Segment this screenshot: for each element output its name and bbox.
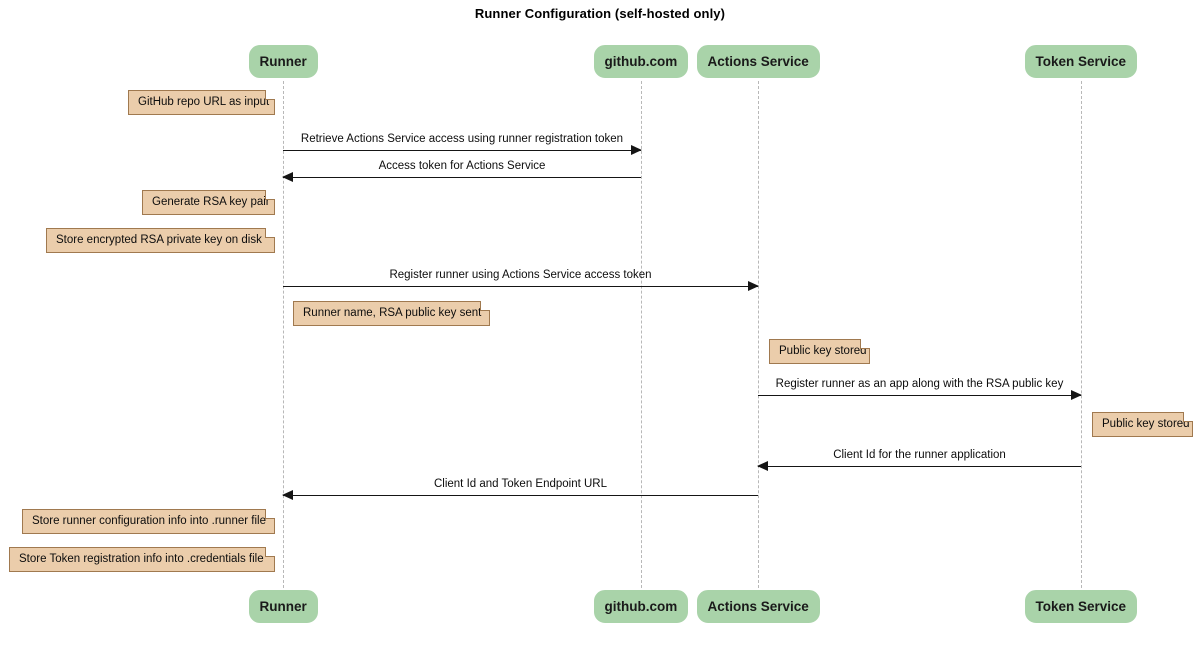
participant-label: Token Service (1035, 53, 1127, 69)
note-n6: Public key stored (1092, 412, 1193, 437)
note-text: Store Token registration info into .cred… (19, 552, 264, 565)
participant-label: Actions Service (707, 53, 809, 69)
participant-label: Runner (259, 53, 307, 69)
message-label: Access token for Actions Service (378, 160, 546, 173)
note-n7: Store runner configuration info into .ru… (22, 509, 275, 534)
note-text: Generate RSA key pair (152, 195, 270, 208)
message-label: Retrieve Actions Service access using ru… (300, 133, 624, 146)
message-label: Client Id and Token Endpoint URL (433, 478, 608, 491)
participant-actions-bottom[interactable]: Actions Service (696, 590, 820, 623)
lifeline-actions (758, 81, 759, 588)
lifeline-token (1081, 81, 1082, 588)
participant-label: github.com (604, 598, 678, 614)
arrowhead-right-icon (631, 145, 642, 155)
note-text: GitHub repo URL as input (138, 95, 270, 108)
participant-github-top[interactable]: github.com (593, 45, 689, 78)
lifeline-github (641, 81, 642, 588)
participant-github-bottom[interactable]: github.com (593, 590, 689, 623)
message-line (283, 150, 641, 151)
participant-label: github.com (604, 53, 678, 69)
arrowhead-left-icon (282, 172, 293, 182)
note-text: Store runner configuration info into .ru… (32, 514, 266, 527)
participant-runner-top[interactable]: Runner (248, 45, 318, 78)
page-title: Runner Configuration (self-hosted only) (474, 6, 726, 21)
message-line (758, 466, 1081, 467)
message-label: Client Id for the runner application (833, 449, 1006, 462)
note-n3: Store encrypted RSA private key on disk (46, 228, 275, 253)
note-text: Runner name, RSA public key sent (303, 306, 482, 319)
participant-actions-top[interactable]: Actions Service (696, 45, 820, 78)
arrowhead-right-icon (1071, 390, 1082, 400)
note-n5: Public key stored (769, 339, 870, 364)
message-line (758, 395, 1081, 396)
participant-token-top[interactable]: Token Service (1024, 45, 1138, 78)
participant-token-bottom[interactable]: Token Service (1024, 590, 1138, 623)
message-line (283, 495, 758, 496)
message-label: Register runner as an app along with the… (775, 378, 1064, 391)
lifeline-runner (283, 81, 284, 588)
note-text: Store encrypted RSA private key on disk (56, 233, 262, 246)
participant-runner-bottom[interactable]: Runner (248, 590, 318, 623)
participant-label: Runner (259, 598, 307, 614)
arrowhead-left-icon (282, 490, 293, 500)
note-text: Public key stored (779, 344, 867, 357)
participant-label: Token Service (1035, 598, 1127, 614)
participant-label: Actions Service (707, 598, 809, 614)
note-n1: GitHub repo URL as input (128, 90, 275, 115)
message-line (283, 177, 641, 178)
note-n4: Runner name, RSA public key sent (293, 301, 490, 326)
message-line (283, 286, 758, 287)
note-n2: Generate RSA key pair (142, 190, 275, 215)
note-n8: Store Token registration info into .cred… (9, 547, 275, 572)
arrowhead-left-icon (757, 461, 768, 471)
message-label: Register runner using Actions Service ac… (389, 269, 652, 282)
note-text: Public key stored (1102, 417, 1190, 430)
arrowhead-right-icon (748, 281, 759, 291)
